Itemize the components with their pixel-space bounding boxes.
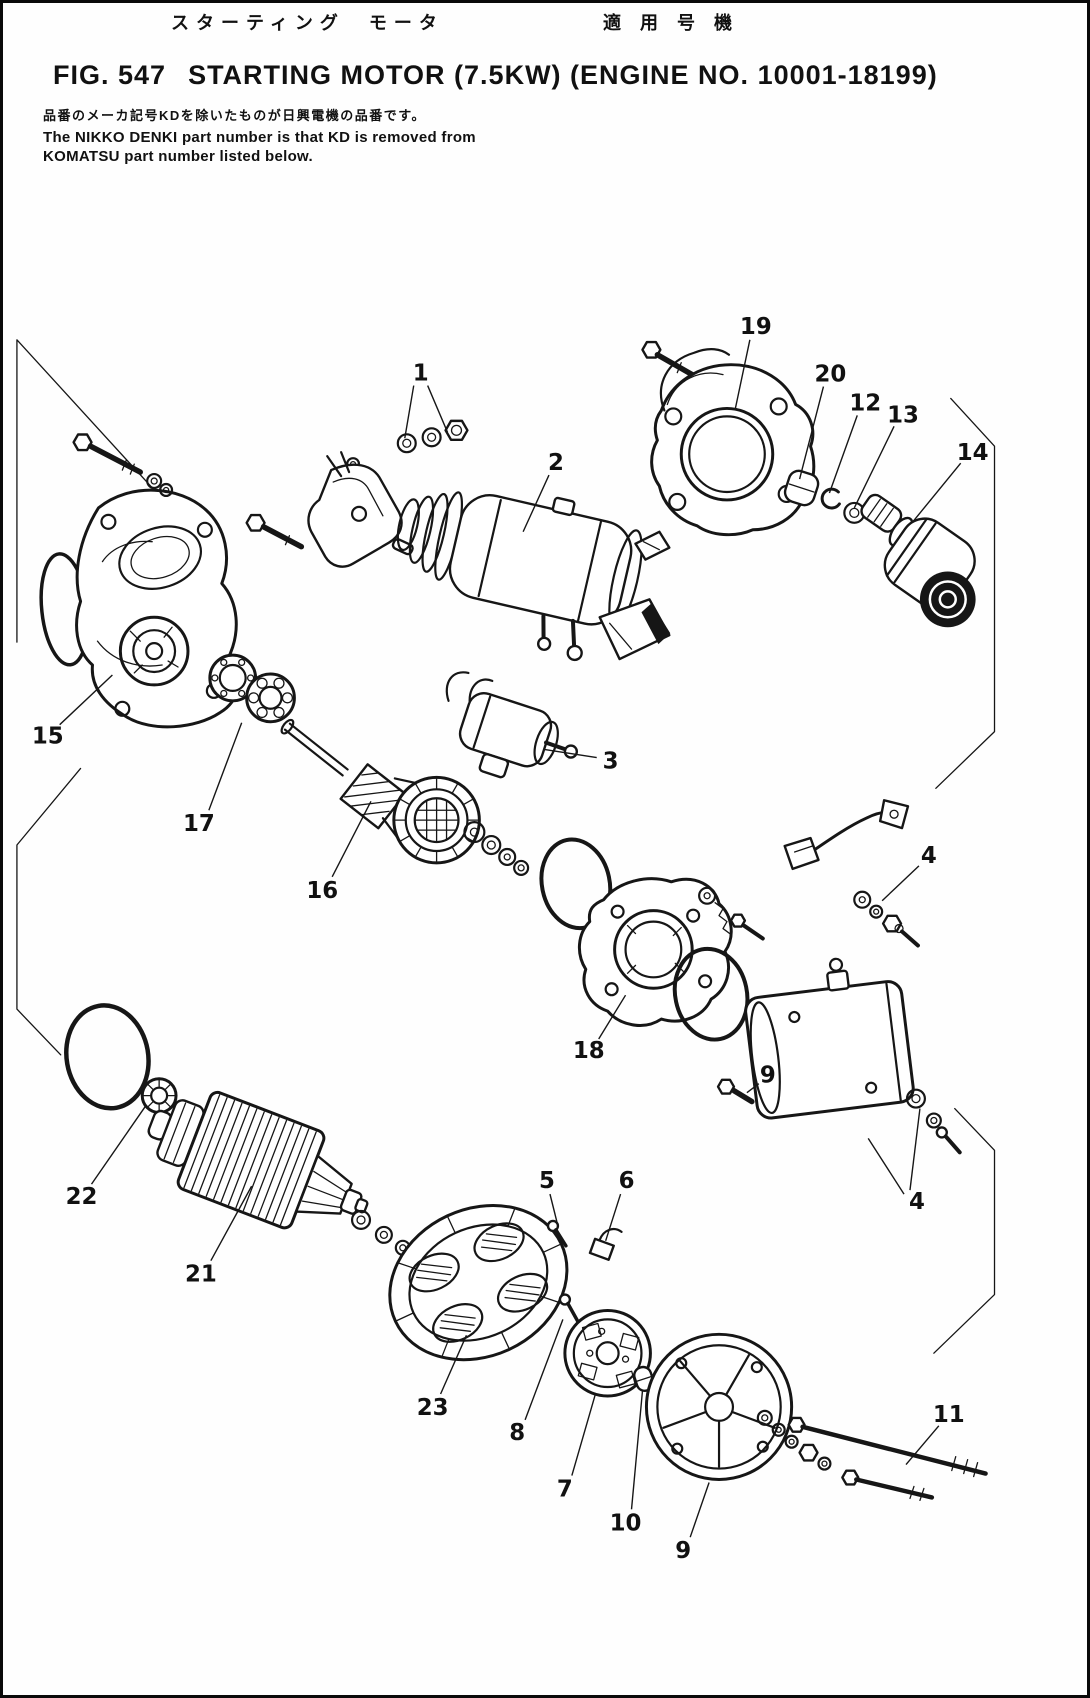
callout-21: 21 <box>185 1262 217 1288</box>
callout-18: 18 <box>573 1038 605 1064</box>
part-o-ring-large <box>64 1003 151 1111</box>
part-snap-ring <box>820 487 841 510</box>
leader-line-23 <box>439 1335 468 1395</box>
title-japanese-right: 適 用 号 機 <box>603 13 740 33</box>
part-field-coil <box>388 1204 569 1362</box>
callout-6: 6 <box>619 1168 635 1194</box>
part-mounting-bolt-upper-left <box>72 433 174 498</box>
leader-line-4 <box>881 865 920 902</box>
part-thrust-washer <box>140 1077 178 1115</box>
part-terminal-hardware-lower <box>905 1088 962 1155</box>
callout-20: 20 <box>815 362 847 388</box>
figure-title: STARTING MOTOR (7.5KW) (ENGINE NO. 10001… <box>188 60 938 90</box>
leader-line-3 <box>544 748 597 759</box>
callout-8: 8 <box>509 1420 525 1446</box>
leader-line-20 <box>798 386 825 480</box>
part-bearing <box>208 653 296 724</box>
leader-line-9 <box>746 1083 760 1094</box>
part-pinion-shaft <box>280 718 481 865</box>
callout-19: 19 <box>740 314 772 340</box>
part-rear-bracket <box>641 340 816 537</box>
callout-16: 16 <box>306 878 338 904</box>
part-brush <box>588 1228 623 1261</box>
leader-line-11 <box>905 1425 940 1466</box>
note-block: 品番のメーカ記号KDを除いたものが日興電機の品番です。 The NIKKO DE… <box>43 107 476 166</box>
callout-14: 14 <box>957 440 989 466</box>
callout-4: 4 <box>921 843 937 869</box>
callout-22: 22 <box>66 1184 98 1210</box>
leader-line-5 <box>549 1193 558 1223</box>
callout-12: 12 <box>849 390 881 416</box>
leader-line-18 <box>598 994 627 1040</box>
leader-line-16 <box>331 800 372 878</box>
figure-number: FIG. 547 <box>53 60 167 90</box>
leader-line-6 <box>605 1193 622 1242</box>
part-through-bolts <box>756 1409 988 1502</box>
part-shaft-washers <box>350 1209 411 1256</box>
note-english-line2: KOMATSU part number listed below. <box>43 148 313 165</box>
page-title: FIG. 547 STARTING MOTOR (7.5KW) (ENGINE N… <box>19 29 938 122</box>
callout-1: 1 <box>413 361 429 387</box>
part-magnetic-switch <box>396 491 671 662</box>
part-rear-cover <box>644 1332 794 1482</box>
leader-line-17 <box>208 722 243 811</box>
callout-5: 5 <box>539 1168 555 1194</box>
leader-line-12 <box>828 415 858 494</box>
part-nut-washer-set <box>396 419 469 454</box>
leader-line-10 <box>630 1390 644 1510</box>
leader-line-9 <box>689 1482 710 1538</box>
callout-13: 13 <box>887 402 919 428</box>
leader-line-1 <box>404 385 415 439</box>
leader-line-19 <box>734 339 751 411</box>
callout-7: 7 <box>557 1476 573 1502</box>
callout-2: 2 <box>548 450 564 476</box>
title-japanese-left: スターティング モータ <box>171 13 444 33</box>
leader-line-4 <box>909 1108 921 1191</box>
callout-17: 17 <box>183 811 215 837</box>
callout-3: 3 <box>603 748 619 774</box>
part-center-bracket <box>578 877 765 1027</box>
leader-line-21 <box>210 1185 253 1262</box>
part-shift-fork <box>245 451 414 568</box>
callout-4: 4 <box>909 1189 925 1215</box>
part-screw-8 <box>558 1293 580 1324</box>
callout-11: 11 <box>933 1402 965 1428</box>
section-boundary-lines <box>16 339 996 1354</box>
part-washers-gear-side <box>463 821 530 876</box>
leader-line-4 <box>867 1138 905 1195</box>
part-brush-screw <box>546 1219 568 1248</box>
part-front-bracket <box>39 488 240 729</box>
leader-line-8 <box>524 1319 564 1421</box>
leader-line-22 <box>90 1106 146 1185</box>
callout-9: 9 <box>675 1538 691 1564</box>
callout-15: 15 <box>32 724 64 750</box>
leader-line-14 <box>911 462 962 524</box>
callout-23: 23 <box>417 1395 449 1421</box>
part-armature <box>147 1090 369 1230</box>
callout-10: 10 <box>610 1510 642 1536</box>
leader-line-15 <box>59 674 113 726</box>
note-japanese: 品番のメーカ記号KDを除いたものが日興電機の品番です。 <box>43 108 426 123</box>
leader-line-1 <box>427 385 449 433</box>
note-english-line1: The NIKKO DENKI part number is that KD i… <box>43 129 476 146</box>
part-o-ring-mid <box>672 946 750 1042</box>
part-overrunning-clutch <box>860 493 976 628</box>
leader-line-7 <box>571 1392 597 1476</box>
part-yoke <box>716 957 915 1120</box>
callout-9: 9 <box>760 1063 776 1089</box>
leader-line-2 <box>522 474 550 533</box>
part-plunger <box>445 671 579 779</box>
part-lead-wire <box>783 799 920 948</box>
leader-line-13 <box>853 426 895 509</box>
part-plug <box>783 469 820 507</box>
